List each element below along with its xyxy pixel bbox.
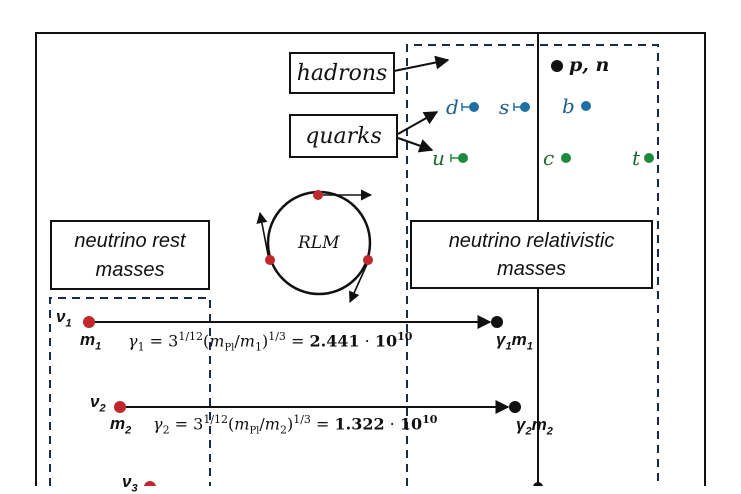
m1-label: m1	[80, 330, 102, 353]
rlm-tangent-right	[349, 261, 369, 304]
quark-d-label: d	[446, 95, 459, 119]
quark-c-marker	[561, 153, 571, 163]
nu1-label: ν1	[56, 307, 72, 330]
gamma1m1-dot	[491, 316, 503, 328]
nu3-dot	[144, 481, 156, 486]
neutrino-rest-line2: masses	[95, 259, 165, 281]
hadrons-arrow	[393, 55, 450, 72]
rlm-particle-left	[265, 255, 275, 265]
nu2-label: ν2	[90, 392, 106, 415]
quark-s-marker	[513, 102, 530, 112]
quark-u-marker	[450, 153, 468, 163]
outer-frame	[35, 32, 706, 486]
rlm-label: RLM	[298, 233, 340, 253]
quarks-label: quarks	[305, 124, 382, 149]
quark-b-label: b	[562, 94, 575, 118]
quark-b-marker	[581, 101, 591, 111]
neutrino-relativistic-box: neutrino relativistic masses	[410, 220, 653, 289]
quark-t-label: t	[632, 146, 641, 170]
gamma2m2-dot	[509, 401, 521, 413]
nu3-label: ν3	[122, 472, 138, 494]
pn-label: p, n	[569, 54, 610, 76]
nu1-dot	[83, 316, 95, 328]
neutrino-rel-line2: masses	[497, 258, 566, 280]
quark-c-label: c	[543, 146, 555, 170]
quark-s-label: s	[499, 95, 510, 119]
quark-u-label: u	[432, 146, 445, 170]
hadrons-label: hadrons	[296, 61, 388, 86]
neutrino-rest-box: neutrino rest masses	[50, 220, 210, 290]
gamma1m1-label: γ1m1	[496, 330, 533, 353]
gamma1-formula: γ1 = 31/12(mPl/m1)1/3 = 2.441 · 1010	[128, 330, 413, 354]
gamma2-formula: γ2 = 31/12(mPl/m2)1/3 = 1.322 · 1010	[153, 413, 438, 437]
neutrino-rest-line1: neutrino rest	[74, 230, 186, 252]
quark-t-marker	[644, 153, 654, 163]
dashed-region-relativistic	[406, 44, 659, 486]
neutrino-rel-line1: neutrino relativistic	[448, 230, 615, 252]
quark-d-marker	[461, 102, 479, 112]
quarks-box: quarks	[289, 114, 398, 158]
m2-label: m2	[110, 414, 132, 437]
pn-dot	[551, 60, 563, 72]
gamma2m2-label: γ2m2	[516, 415, 553, 438]
quarks-arrow-down	[397, 137, 434, 153]
rlm-tangent-left	[256, 211, 270, 261]
row3-end-dot	[533, 482, 543, 486]
quarks-arrow-up	[397, 111, 439, 135]
rlm-particle-top	[313, 190, 323, 200]
rlm-particle-right	[363, 255, 373, 265]
hadrons-box: hadrons	[289, 52, 395, 94]
nu2-dot	[114, 401, 126, 413]
dashed-region-rest	[49, 297, 211, 486]
